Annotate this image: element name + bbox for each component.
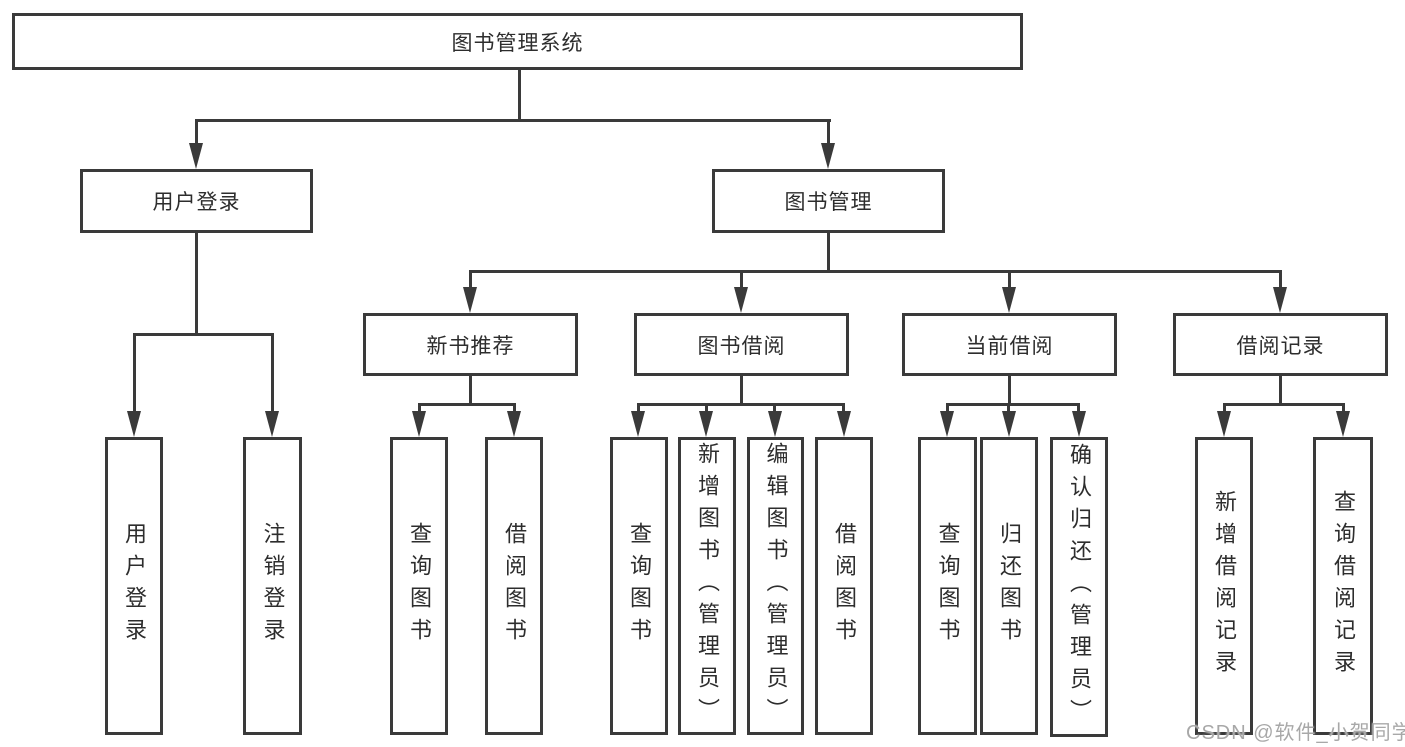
connector-drop — [1279, 270, 1282, 290]
arrow-down-icon — [265, 411, 279, 437]
connector-drop — [773, 403, 776, 415]
arrow-down-icon — [507, 411, 521, 437]
connector-drop — [705, 403, 708, 415]
node-new-book-recommend: 新书推荐 — [363, 313, 578, 376]
leaf-add-books-admin: 新增图书（管理员） — [678, 437, 736, 735]
arrow-down-icon — [837, 411, 851, 437]
node-label: 借阅图书 — [832, 522, 857, 650]
leaf-query-borrow-record: 查询借阅记录 — [1313, 437, 1373, 735]
node-label: 用户登录 — [122, 522, 147, 650]
arrow-down-icon — [699, 411, 713, 437]
connector-stem — [740, 376, 743, 406]
node-borrowing-records: 借阅记录 — [1173, 313, 1388, 376]
node-user-login: 用户登录 — [80, 169, 313, 233]
connector-drop — [418, 403, 421, 415]
arrow-down-icon — [1336, 411, 1350, 437]
leaf-add-borrow-record: 新增借阅记录 — [1195, 437, 1253, 735]
connector-drop — [469, 270, 472, 290]
arrow-down-icon — [1273, 287, 1287, 313]
connector-drop — [842, 403, 845, 415]
arrow-down-icon — [821, 143, 835, 169]
arrow-down-icon — [127, 411, 141, 437]
arrow-down-icon — [631, 411, 645, 437]
connector-user-login-rail — [133, 333, 274, 336]
node-label: 新增借阅记录 — [1212, 490, 1237, 682]
node-book-borrowing: 图书借阅 — [634, 313, 849, 376]
node-label: 新增图书（管理员） — [695, 442, 720, 730]
arrow-down-icon — [940, 411, 954, 437]
connector-stem — [1279, 376, 1282, 406]
node-library-management-system: 图书管理系统 — [12, 13, 1023, 70]
connector-drop — [637, 403, 640, 415]
arrow-down-icon — [412, 411, 426, 437]
connector-rail — [637, 403, 845, 406]
arrow-down-icon — [768, 411, 782, 437]
connector-drop — [1223, 403, 1226, 415]
node-label: 查询图书 — [407, 522, 432, 650]
connector-book-mgmt-drop — [827, 119, 830, 147]
leaf-edit-books-admin: 编辑图书（管理员） — [747, 437, 804, 735]
node-label: 用户登录 — [152, 191, 241, 214]
node-label: 图书管理 — [784, 191, 873, 214]
node-label: 查询图书 — [627, 522, 652, 650]
node-label: 当前借阅 — [965, 334, 1054, 358]
connector-drop — [1342, 403, 1345, 415]
leaf-query-books-recommend: 查询图书 — [390, 437, 448, 735]
node-label: 注销登录 — [260, 522, 286, 650]
leaf-logout: 注销登录 — [243, 437, 302, 735]
node-label: 借阅图书 — [502, 522, 527, 650]
arrow-down-icon — [1002, 411, 1016, 437]
node-label: 图书管理系统 — [451, 31, 584, 55]
connector-drop — [740, 270, 743, 290]
arrow-down-icon — [189, 143, 203, 169]
node-label: 借阅记录 — [1236, 334, 1325, 358]
connector-book-mgmt-rail — [469, 270, 1282, 273]
node-current-borrowing: 当前借阅 — [902, 313, 1117, 376]
leaf-return-books: 归还图书 — [980, 437, 1038, 735]
connector-rail — [946, 403, 1080, 406]
connector-user-login-drop — [195, 119, 198, 147]
arrow-down-icon — [734, 287, 748, 313]
node-label: 编辑图书（管理员） — [763, 442, 789, 730]
connector-root-stem — [518, 70, 521, 120]
node-label: 新书推荐 — [426, 334, 515, 358]
leaf-borrow-books-recommend: 借阅图书 — [485, 437, 543, 735]
leaf-borrow-books: 借阅图书 — [815, 437, 873, 735]
connector-rail — [418, 403, 516, 406]
node-label: 图书借阅 — [697, 334, 786, 358]
node-book-management: 图书管理 — [712, 169, 945, 233]
arrow-down-icon — [1072, 411, 1086, 437]
connector-drop — [1008, 270, 1011, 290]
node-label: 查询借阅记录 — [1331, 490, 1356, 682]
arrow-down-icon — [1217, 411, 1231, 437]
arrow-down-icon — [463, 287, 477, 313]
leaf-user-login: 用户登录 — [105, 437, 163, 735]
node-label: 归还图书 — [997, 522, 1022, 650]
connector-drop — [133, 333, 136, 413]
connector-drop — [1007, 403, 1010, 415]
node-label: 确认归还（管理员） — [1067, 443, 1092, 731]
connector-user-login-stem — [195, 233, 198, 335]
connector-drop — [1077, 403, 1080, 415]
node-label: 查询图书 — [935, 522, 961, 650]
watermark: CSDN @软件_小贺同学 — [1186, 722, 1405, 744]
connector-drop — [513, 403, 516, 415]
leaf-query-books: 查询图书 — [610, 437, 668, 735]
connector-drop — [271, 333, 274, 413]
leaf-query-books-current: 查询图书 — [918, 437, 977, 735]
arrow-down-icon — [1002, 287, 1016, 313]
connector-stem — [469, 376, 472, 406]
leaf-confirm-return-admin: 确认归还（管理员） — [1050, 437, 1108, 737]
connector-book-mgmt-stem — [827, 233, 830, 273]
connector-drop — [946, 403, 949, 415]
connector-rail — [1223, 403, 1344, 406]
connector-root-rail — [195, 119, 831, 122]
connector-stem — [1008, 376, 1011, 406]
